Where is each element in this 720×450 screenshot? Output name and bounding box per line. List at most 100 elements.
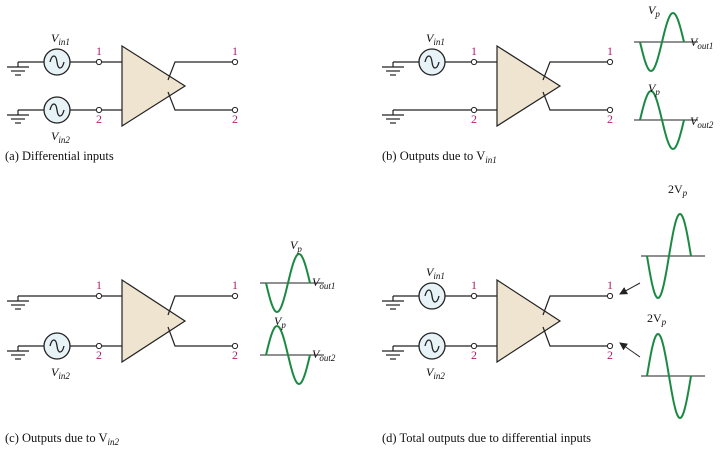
ac-source-symbol xyxy=(418,48,446,76)
source-label-vin2-sub: in2 xyxy=(433,371,445,381)
ac-source-symbol xyxy=(418,332,446,360)
input-row-two: Vin2 2 xyxy=(7,332,122,381)
pin-label-two: 2 xyxy=(607,348,613,362)
peak-label-d2: 2Vp xyxy=(647,311,667,327)
ac-source-symbol xyxy=(43,48,71,76)
input-row-one: Vin1 1 xyxy=(7,31,122,76)
pin-label-two: 2 xyxy=(96,112,102,126)
peak-label-c1-sub: p xyxy=(296,244,302,254)
source-label-vin1-main: V xyxy=(51,31,60,45)
input-terminal-two xyxy=(95,106,103,114)
peak-label-d1: 2Vp xyxy=(668,182,688,198)
sine-trace xyxy=(639,11,685,73)
pin-label-one: 1 xyxy=(607,278,613,292)
source-label-vin2: Vin2 xyxy=(51,129,70,145)
vout2-label-c: Vout2 xyxy=(312,347,336,363)
peak-label-c1-main: V xyxy=(290,238,299,252)
pin-label-two: 2 xyxy=(96,348,102,362)
pin-label-one: 1 xyxy=(96,278,102,292)
sine-trace xyxy=(639,89,685,151)
ac-source-symbol xyxy=(43,96,71,124)
ground-symbol xyxy=(7,66,29,76)
vout2-label-c-main: V xyxy=(312,347,321,361)
peak-label-c2: Vp xyxy=(274,314,286,330)
sine-trace xyxy=(265,252,311,314)
pin-label-one: 1 xyxy=(232,44,238,58)
waveform-total-2 xyxy=(641,332,705,420)
output-terminal-two xyxy=(606,106,614,114)
pin-label-one: 1 xyxy=(232,278,238,292)
caption-c-main: (c) Outputs due to V xyxy=(5,431,108,445)
output-terminal-one xyxy=(606,58,614,66)
output-wire-2 xyxy=(542,326,607,347)
caption-d: (d) Total outputs due to differential in… xyxy=(382,431,591,445)
output-wire-1 xyxy=(167,295,232,316)
sine-trace xyxy=(646,332,692,420)
waveform-vout2 xyxy=(634,89,698,151)
sine-trace xyxy=(265,324,311,386)
caption-a: (a) Differential inputs xyxy=(5,149,114,163)
caption-b-sub: in1 xyxy=(485,155,497,165)
sine-glyph xyxy=(49,103,65,117)
input-row-two: 2 xyxy=(382,106,497,126)
ground-symbol xyxy=(382,300,404,310)
source-label-vin1-main: V xyxy=(426,31,435,45)
vout2-label-b: Vout2 xyxy=(690,114,714,130)
vout2-label-b-sub: out2 xyxy=(697,120,714,130)
output-terminal-two xyxy=(606,342,614,350)
source-label-vin1-main: V xyxy=(426,265,435,279)
caption-b-main: (b) Outputs due to V xyxy=(382,149,485,163)
output-wire-2 xyxy=(167,326,232,347)
output-wire-1 xyxy=(542,295,607,316)
pin-label-two: 2 xyxy=(471,348,477,362)
ground-symbol xyxy=(382,66,404,76)
sine-trace xyxy=(646,212,692,300)
source-label-vin1: Vin1 xyxy=(51,31,70,47)
vout2-label-b-main: V xyxy=(690,114,699,128)
input-row-two: Vin2 2 xyxy=(382,332,497,381)
peak-label-b1: Vp xyxy=(648,3,660,19)
peak-label-d1-sub: p xyxy=(682,188,688,198)
amplifier-triangle xyxy=(121,44,187,128)
amplifier-triangle xyxy=(496,44,562,128)
sine-glyph xyxy=(424,339,440,353)
sine-glyph xyxy=(424,289,440,303)
output-terminal-one xyxy=(231,58,239,66)
pin-label-one: 1 xyxy=(96,44,102,58)
vout2-label-c-sub: out2 xyxy=(319,353,336,363)
arrow-to-output-1 xyxy=(619,282,641,295)
peak-label-b2: Vp xyxy=(648,81,660,97)
source-label-vin2-main: V xyxy=(426,365,435,379)
source-label-vin2: Vin2 xyxy=(426,365,445,381)
source-label-vin1: Vin1 xyxy=(426,265,445,281)
input-terminal-two xyxy=(95,342,103,350)
caption-b: (b) Outputs due to Vin1 xyxy=(382,149,497,165)
ac-source-symbol xyxy=(418,282,446,310)
pin-label-one: 1 xyxy=(607,44,613,58)
pin-label-two: 2 xyxy=(471,112,477,126)
vout1-label-b: Vout1 xyxy=(690,35,713,51)
output-wires: 12 xyxy=(167,44,239,126)
input-terminal-two xyxy=(470,106,478,114)
source-label-vin2: Vin2 xyxy=(51,365,70,381)
output-terminal-one xyxy=(606,292,614,300)
vout1-label-b-sub: out1 xyxy=(697,41,713,51)
input-terminal-one xyxy=(470,58,478,66)
amplifier-triangle xyxy=(121,278,187,364)
source-label-vin1-sub: in1 xyxy=(433,37,445,47)
output-wires: 12 xyxy=(167,278,239,362)
peak-label-c2-main: V xyxy=(274,314,283,328)
input-row-two: Vin2 2 xyxy=(7,96,122,145)
ground-symbol xyxy=(7,114,29,124)
input-row-one: 1 xyxy=(7,278,122,310)
source-label-vin2-main: V xyxy=(51,129,60,143)
ground-symbol xyxy=(382,350,404,360)
vout1-label-b-main: V xyxy=(690,35,699,49)
output-wire-1 xyxy=(542,61,607,81)
